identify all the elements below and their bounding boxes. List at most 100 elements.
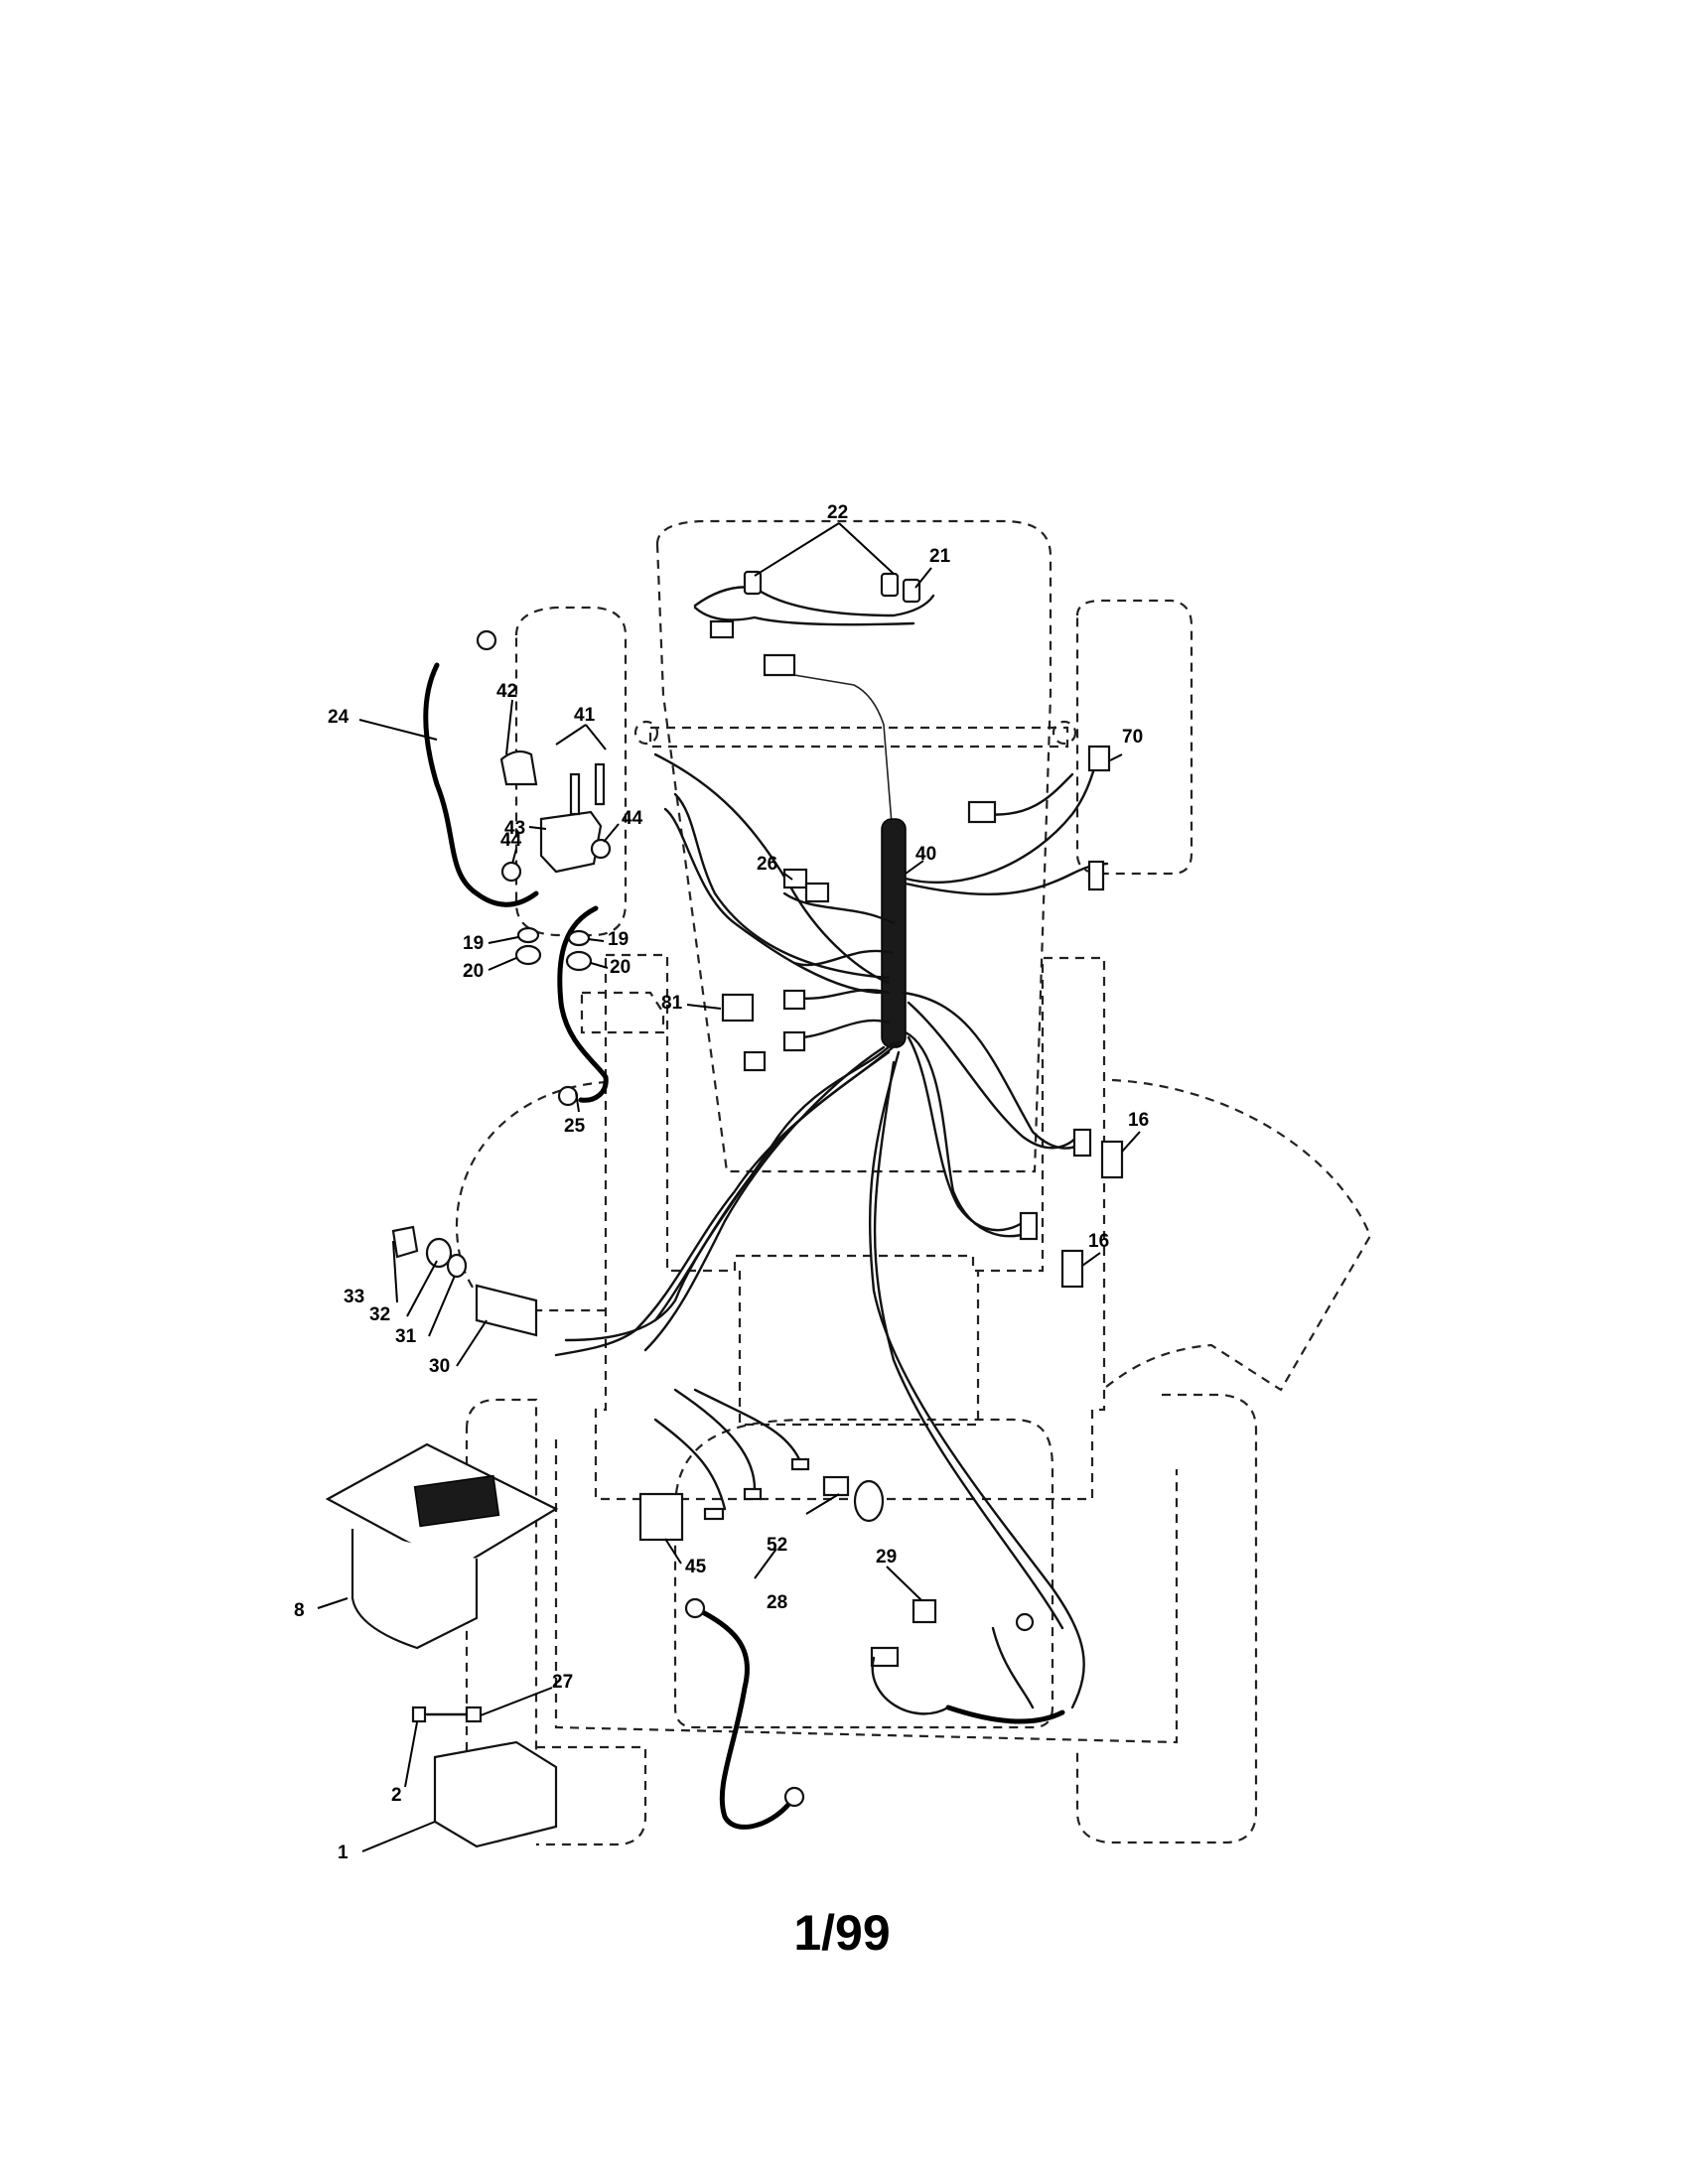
callout-41: 41 xyxy=(574,705,596,726)
part-44-nut xyxy=(500,861,522,883)
battery-box-ribs xyxy=(413,1474,500,1528)
callout-27: 27 xyxy=(552,1672,573,1693)
callout-2: 2 xyxy=(391,1785,402,1806)
callout-33: 33 xyxy=(344,1287,364,1307)
hour-meter-terminal xyxy=(703,1507,725,1521)
cable-28-terminal-top xyxy=(684,1597,706,1619)
right-harness-connector xyxy=(967,800,997,824)
callout-42: 42 xyxy=(496,681,517,702)
battery-area xyxy=(325,1442,559,1848)
part-26-connector xyxy=(782,868,808,889)
callout-44-right: 44 xyxy=(622,808,643,829)
fender-right-outline xyxy=(1101,1078,1372,1392)
rear-body-outline xyxy=(554,1439,1179,1744)
part-29-switch xyxy=(912,1598,937,1624)
lamp-terminal xyxy=(790,1457,810,1471)
relay-socket-3 xyxy=(743,1050,767,1072)
callout-81: 81 xyxy=(661,993,683,1014)
part-19-washer xyxy=(516,926,540,944)
callout-26: 26 xyxy=(757,854,777,875)
fender-left-outline xyxy=(455,1080,609,1312)
center-connectors xyxy=(721,868,1124,1289)
ignition-switch-assembly xyxy=(391,1225,538,1337)
callout-45: 45 xyxy=(685,1557,707,1577)
callout-43: 43 xyxy=(504,818,525,839)
callout-8: 8 xyxy=(294,1600,305,1621)
headlight-plug xyxy=(763,653,796,677)
part-41-screw xyxy=(569,772,581,816)
part-81-relay xyxy=(721,993,755,1023)
callout-32: 32 xyxy=(369,1304,390,1325)
part-2-bolt xyxy=(411,1706,427,1723)
part-31-nut xyxy=(446,1253,468,1279)
callout-1: 1 xyxy=(338,1843,349,1863)
lower-components xyxy=(638,1388,1065,1830)
page-number: 1/99 xyxy=(793,1905,891,1961)
callout-19-right: 19 xyxy=(608,929,629,950)
callout-44-left: 44 xyxy=(500,830,522,851)
part-16-switch-2 xyxy=(1060,1249,1084,1289)
rear-wheel-left-outline xyxy=(465,1398,538,1843)
callout-29: 29 xyxy=(876,1547,897,1568)
part-45-hour-meter xyxy=(638,1492,684,1542)
callout-21: 21 xyxy=(929,546,951,567)
callout-20-left: 20 xyxy=(463,961,484,982)
part-20-nut xyxy=(514,944,542,966)
frame-inner-outline xyxy=(738,1271,980,1427)
part-52-connector xyxy=(822,1475,850,1497)
callout-19-left: 19 xyxy=(463,933,484,954)
leader-lines xyxy=(317,522,1141,1852)
callout-30: 30 xyxy=(429,1356,450,1377)
callout-40: 40 xyxy=(915,844,936,865)
relay-socket-2 xyxy=(782,1030,806,1052)
part-27-nut xyxy=(465,1706,483,1723)
seat-pan-outline xyxy=(580,991,665,1034)
callout-24: 24 xyxy=(328,707,350,728)
harness-conduit xyxy=(881,818,907,1048)
part-70-connector xyxy=(1087,745,1111,772)
solenoid-assembly xyxy=(423,629,612,1107)
part-8-battery-box xyxy=(351,1529,479,1650)
part-16-switch xyxy=(1100,1140,1124,1179)
callout-16-upper: 16 xyxy=(1128,1110,1149,1131)
cable-25-terminal xyxy=(557,1085,579,1107)
callout-22: 22 xyxy=(827,502,848,523)
hour-meter-terminal-2 xyxy=(743,1487,763,1501)
headlight-socket-right xyxy=(902,578,921,604)
right-harness-lower-connector xyxy=(1087,860,1105,891)
part-1-battery xyxy=(433,1740,558,1848)
part-42-boot xyxy=(499,750,538,786)
rear-wheel-right-outline xyxy=(1075,1393,1258,1844)
part-16-switch-connector xyxy=(1072,1128,1092,1158)
part-32-bezel xyxy=(425,1237,453,1269)
cable-28-terminal-bottom xyxy=(783,1786,805,1808)
callout-70: 70 xyxy=(1122,727,1143,748)
part-29-connector xyxy=(870,1646,900,1668)
part-44-nut-2 xyxy=(590,838,612,860)
front-axle-outline xyxy=(648,726,1069,749)
callout-28: 28 xyxy=(767,1592,787,1613)
callout-25: 25 xyxy=(564,1116,586,1137)
ground-terminal xyxy=(1015,1612,1035,1632)
part-19-washer-2 xyxy=(567,929,591,947)
part-30-ignition-switch xyxy=(475,1284,538,1337)
rear-wheel-left-lower-outline xyxy=(536,1745,647,1846)
part-41-screw-2 xyxy=(594,762,606,806)
part-52-lamp xyxy=(853,1479,885,1523)
part-16-connector-2 xyxy=(1019,1211,1039,1241)
callout-20-right: 20 xyxy=(610,957,631,978)
part-26-connector-2 xyxy=(804,882,830,903)
cable-24-terminal xyxy=(476,629,497,651)
callout-16-lower: 16 xyxy=(1088,1231,1109,1252)
callout-52: 52 xyxy=(767,1535,787,1556)
headlight-harness xyxy=(693,570,935,825)
front-pivot-right xyxy=(1052,720,1077,746)
main-harness xyxy=(554,752,1109,1709)
callout-31: 31 xyxy=(395,1326,417,1347)
part-33-key xyxy=(391,1225,419,1259)
relay-socket-1 xyxy=(782,989,806,1011)
headlight-connector xyxy=(709,619,735,639)
headlight-bulb-right xyxy=(880,572,900,598)
part-20-nut-2 xyxy=(565,950,593,972)
